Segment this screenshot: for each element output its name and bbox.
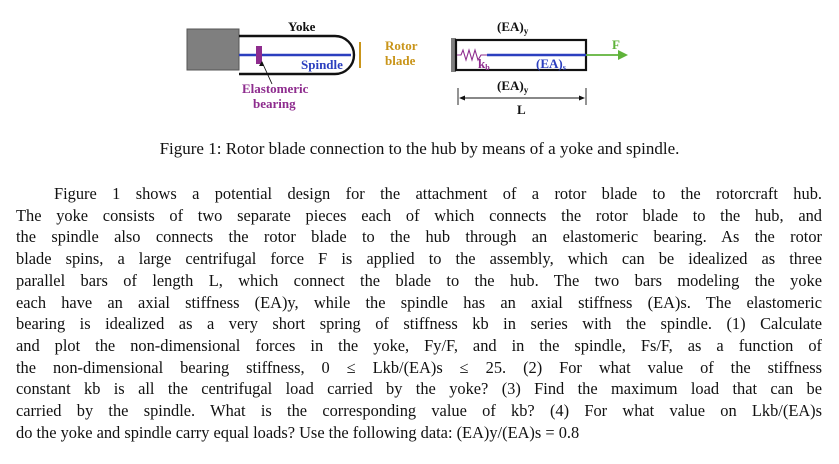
length-dim-arrow-left xyxy=(459,95,465,101)
paragraph-line-7: bearing is idealized as a very short spr… xyxy=(16,314,822,334)
rotor-blade-label-1: Rotor xyxy=(385,38,418,53)
paragraph-line-12: do the yoke and spindle carry equal load… xyxy=(16,422,580,442)
rotor-blade-label-2: blade xyxy=(385,53,416,68)
hub-block xyxy=(186,28,240,71)
figure-caption: Figure 1: Rotor blade connection to the … xyxy=(159,139,680,158)
length-label: L xyxy=(517,102,526,117)
elastomeric-bearing xyxy=(256,46,262,64)
elastomeric-bearing-label-2: bearing xyxy=(253,96,296,111)
yoke-label: Yoke xyxy=(288,19,316,34)
figure-1-diagram: Yoke Spindle Rotor blade Elastomeric bea… xyxy=(186,19,628,117)
paragraph-line-5: parallel bars of length L, which connect… xyxy=(16,270,822,290)
length-dim-arrow-right xyxy=(579,95,585,101)
bearing-pointer-head xyxy=(259,61,264,66)
paragraph-line-9: the non-dimensional bearing stiffness, 0… xyxy=(16,357,822,377)
yoke-outline xyxy=(239,34,356,76)
spring-kb xyxy=(457,48,487,62)
ea-yoke-bottom-label: (EA)y xyxy=(497,78,529,95)
paragraph-line-6: each have an axial stiffness (EA)y, whil… xyxy=(16,292,822,312)
force-arrow-head xyxy=(618,50,628,60)
problem-statement: Figure 1 shows a potential design for th… xyxy=(16,183,822,443)
ea-yoke-top-label: (EA)y xyxy=(497,19,529,36)
kb-label: kb xyxy=(478,56,490,72)
ea-spindle-label: (EA)s xyxy=(536,56,566,72)
spindle-label: Spindle xyxy=(301,57,343,72)
paragraph-line-10: constant kb is all the centrifugal load … xyxy=(16,379,822,399)
paragraph-line-2: The yoke consists of two separate pieces… xyxy=(16,205,822,225)
elastomeric-bearing-label-1: Elastomeric xyxy=(242,81,309,96)
model-wall xyxy=(451,38,456,72)
force-label: F xyxy=(612,37,620,52)
paragraph-line-8: and plot the non-dimensional forces in t… xyxy=(16,335,822,355)
paragraph-line-3: the spindle also connects the rotor blad… xyxy=(16,227,822,247)
paragraph-line-1: Figure 1 shows a potential design for th… xyxy=(54,184,822,203)
paragraph-line-4: blade spins, a large centrifugal force F… xyxy=(16,249,822,269)
paragraph-line-11: carried by the spindle. What is the corr… xyxy=(16,401,822,421)
